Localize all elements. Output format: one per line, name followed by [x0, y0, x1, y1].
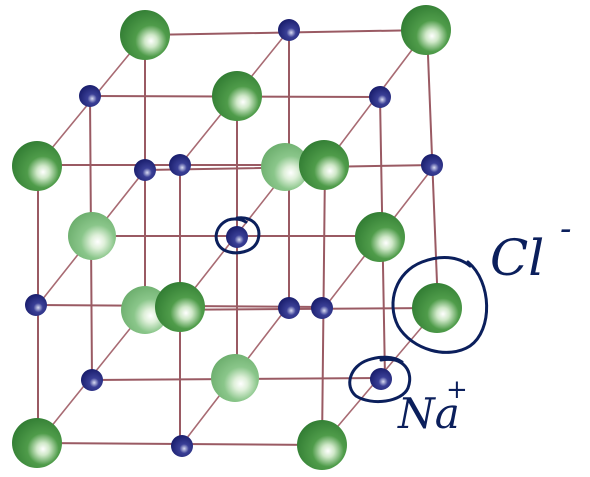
sodium-ion	[311, 297, 333, 319]
chloride-circle	[391, 256, 489, 354]
sodium-ions	[25, 19, 443, 457]
sodium-circle	[348, 355, 412, 403]
sodium-ion	[369, 86, 391, 108]
sodium-ion	[169, 154, 191, 176]
sodium-ion	[278, 297, 300, 319]
sodium-ion	[25, 294, 47, 316]
chloride-ion-highlighted	[412, 283, 462, 333]
chloride-charge: -	[560, 209, 572, 249]
chloride-ion	[12, 418, 62, 468]
handwritten-annotations: Cl - Na +	[214, 209, 572, 438]
chloride-ion	[211, 354, 259, 402]
center-ion-circle	[214, 216, 261, 255]
chloride-ion	[68, 212, 116, 260]
chloride-back-layer	[68, 143, 309, 402]
chloride-ion	[299, 140, 349, 190]
chloride-label: Cl	[490, 229, 544, 287]
sodium-ion	[81, 369, 103, 391]
chloride-front-layer	[12, 5, 462, 470]
sodium-ion	[171, 435, 193, 457]
sodium-ion	[134, 159, 156, 181]
sodium-ion	[79, 85, 101, 107]
chloride-ion	[120, 10, 170, 60]
sodium-ion	[278, 19, 300, 41]
sodium-charge: +	[446, 375, 468, 405]
sodium-ion-highlighted	[370, 368, 392, 390]
chloride-ion	[12, 141, 62, 191]
chloride-ion	[155, 282, 205, 332]
chloride-ion	[297, 420, 347, 470]
chloride-ion	[355, 212, 405, 262]
chloride-ion	[261, 143, 309, 191]
sodium-ion-center	[226, 226, 248, 248]
sodium-ion	[421, 154, 443, 176]
chloride-ion	[212, 71, 262, 121]
sodium-label: Na	[397, 389, 460, 438]
chloride-ion	[401, 5, 451, 55]
